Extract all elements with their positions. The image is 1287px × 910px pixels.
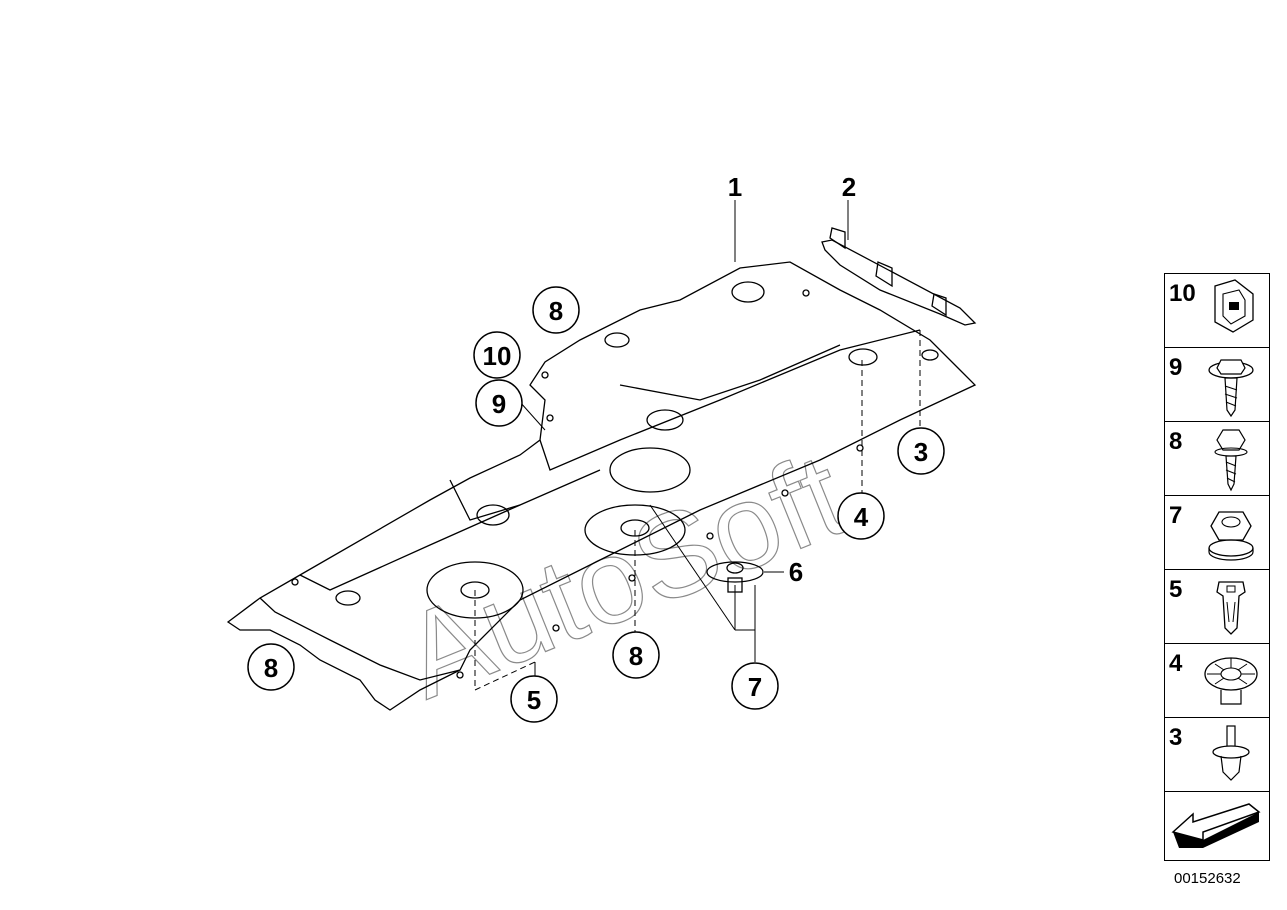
callout-8b-circle [612, 631, 660, 679]
callout-4-circle [837, 492, 885, 540]
legend-label: 8 [1169, 428, 1183, 455]
callout-9-circle [475, 379, 523, 427]
legend-item-7[interactable]: 7 [1165, 496, 1269, 570]
callout-8c: 8 [264, 653, 278, 683]
legend-label: 3 [1169, 724, 1183, 751]
legend-label: 4 [1169, 650, 1183, 677]
legend-label: 9 [1169, 354, 1183, 381]
legend-nav[interactable] [1165, 792, 1269, 860]
legend-item-4[interactable]: 4 [1165, 644, 1269, 718]
parts-legend: 10 9 8 7 5 [1164, 273, 1270, 861]
leader-lines [474, 200, 921, 691]
legend-label: 10 [1169, 280, 1196, 307]
underbody-panel [226, 261, 977, 711]
legend-label: 7 [1169, 502, 1183, 529]
navigation-arrow-icon[interactable] [1169, 798, 1265, 856]
legend-item-10[interactable]: 10 [1165, 274, 1269, 348]
flange-screw-icon [1208, 359, 1254, 418]
plastic-nut-icon [1204, 657, 1258, 705]
hex-screw-icon [1214, 429, 1248, 492]
callout-10-circle [473, 331, 521, 379]
callout-3: 3 [914, 437, 928, 467]
callout-5-circle [510, 675, 558, 723]
callout-8b: 8 [629, 641, 643, 671]
callout-8c-circle [247, 643, 295, 691]
callout-7-circle [731, 662, 779, 710]
callout-4: 4 [854, 502, 869, 532]
callout-9: 9 [492, 389, 506, 419]
hex-nut-icon [1208, 511, 1254, 561]
callout-8a-circle [532, 286, 580, 334]
callouts: 1 2 3 4 5 6 7 8 8 8 9 10 [247, 172, 945, 723]
legend-item-5[interactable]: 5 [1165, 570, 1269, 644]
callout-2: 2 [842, 172, 856, 202]
side-bracket [821, 227, 977, 326]
callout-10: 10 [483, 341, 512, 371]
legend-label: 5 [1169, 576, 1183, 603]
legend-item-3[interactable]: 3 [1165, 718, 1269, 792]
callout-3-circle [897, 427, 945, 475]
callout-8a: 8 [549, 296, 563, 326]
callout-1: 1 [728, 172, 742, 202]
expanding-rivet-icon [1212, 725, 1250, 781]
legend-item-8[interactable]: 8 [1165, 422, 1269, 496]
callout-6: 6 [789, 557, 803, 587]
legend-item-9[interactable]: 9 [1165, 348, 1269, 422]
clip-icon [1214, 279, 1254, 333]
expanding-nut-icon [1216, 581, 1246, 635]
callout-5: 5 [527, 685, 541, 715]
document-number: 00152632 [1174, 870, 1241, 887]
callout-7: 7 [748, 672, 762, 702]
